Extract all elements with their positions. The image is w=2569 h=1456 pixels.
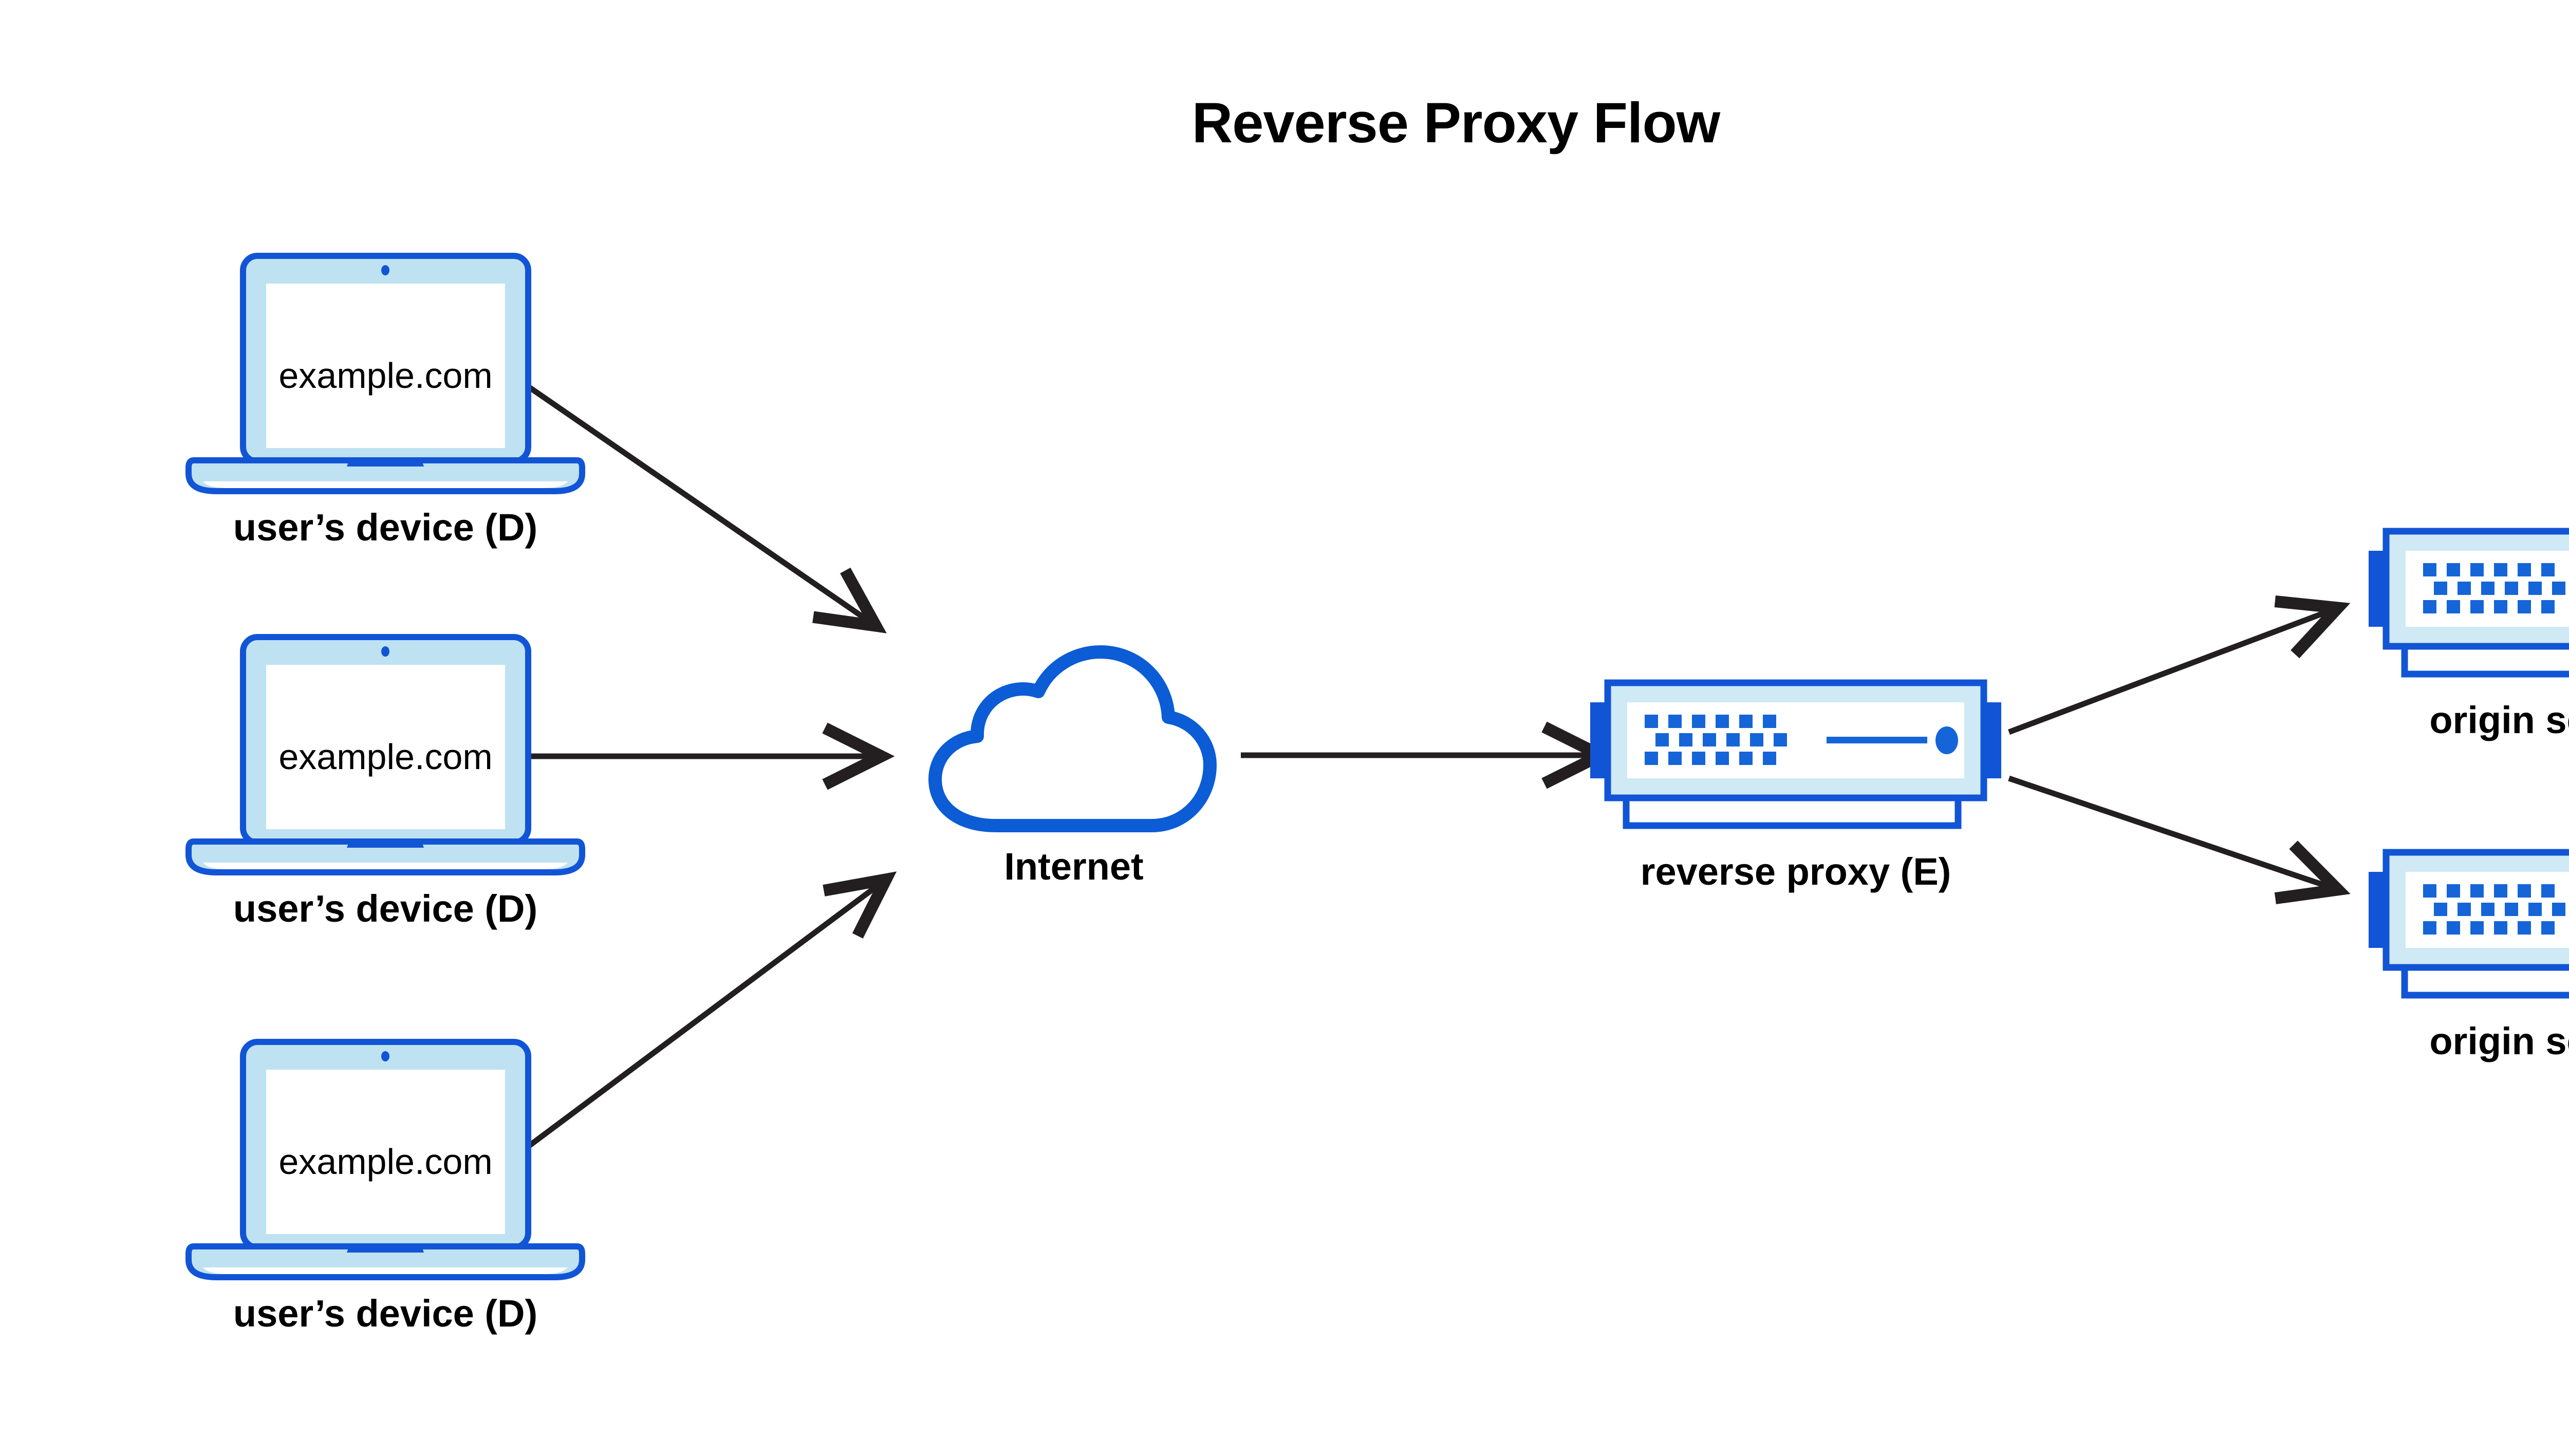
- node-client-1[interactable]: example.com user’s device (D): [182, 252, 588, 547]
- client-label: user’s device (D): [233, 887, 538, 930]
- client-label: user’s device (D): [233, 1292, 538, 1335]
- client-screen-text: example.com: [278, 1142, 493, 1182]
- client-label: user’s device (D): [233, 506, 538, 549]
- node-origin-2[interactable]: origin server (F): [2369, 845, 2569, 1060]
- node-client-2[interactable]: example.com user’s device (D): [182, 633, 588, 928]
- arrow-proxy-to-origin2: [2008, 775, 2351, 905]
- internet-label: Internet: [1004, 845, 1144, 888]
- node-origin-1[interactable]: origin server (F): [2369, 524, 2569, 739]
- reverse-proxy-label: reverse proxy (E): [1640, 850, 1951, 893]
- arrow-proxy-to-origin1: [2008, 595, 2351, 735]
- client-screen-text: example.com: [278, 737, 493, 777]
- laptop-icon: [185, 634, 585, 875]
- origin-server-label: origin server (F): [2429, 699, 2569, 741]
- server-icon: [2369, 528, 2569, 678]
- server-icon: [1590, 679, 2001, 829]
- cloud-icon: [928, 645, 1217, 832]
- node-internet[interactable]: Internet: [920, 645, 1228, 886]
- page-title: Reverse Proxy Flow: [1192, 91, 1720, 155]
- server-icon: [2369, 849, 2569, 999]
- client-screen-text: example.com: [278, 356, 493, 396]
- laptop-icon: [185, 1039, 585, 1280]
- node-reverse-proxy[interactable]: reverse proxy (E): [1590, 676, 2001, 891]
- origin-server-label: origin server (F): [2429, 1020, 2569, 1062]
- node-client-3[interactable]: example.com user’s device (D): [182, 1038, 588, 1333]
- laptop-icon: [185, 253, 585, 494]
